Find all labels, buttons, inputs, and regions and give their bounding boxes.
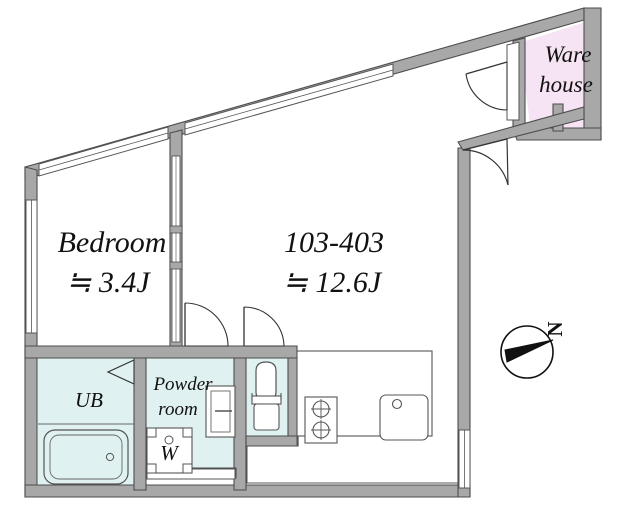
windows [25,41,520,489]
wall-partition-powder-toilet [233,357,247,491]
door-toilet [243,306,285,347]
room-fill-warehouse [519,17,601,130]
label-powder-room-line1: Powder [152,374,213,395]
door-entrance [462,138,509,186]
wall-wetblock-top [24,345,298,359]
wall-exterior-bottom [24,484,471,498]
compass-rose: N [500,321,567,379]
label-washing-machine: W [160,441,180,465]
fixture-vanity-sink [205,385,236,438]
label-unit-bath: UB [75,388,103,412]
doors [106,61,509,385]
label-powder-room-line2: room [158,399,197,420]
room-labels: Bedroom ≒ 3.4J 103-403 ≒ 12.6J Ware hous… [58,42,593,465]
door-powder-room [184,302,229,347]
fixture-gas-stove-2-burner [304,396,338,444]
wall-entrance-header [457,106,585,151]
label-warehouse-line1: Ware [545,42,592,67]
window-bedroom-top-mullion [38,132,169,171]
compass-needle [504,339,554,363]
wall-partition-ub-powder [133,357,147,491]
label-bedroom-name: Bedroom [58,226,167,259]
room-fill-bedroom [33,133,170,352]
fixture-bathtub [38,423,134,485]
label-bedroom-area: ≒ 3.4J [66,266,151,299]
window-main-room-top-mullion [184,69,394,130]
fixture-kitchen-sink [379,394,429,441]
window-warehouse-left [506,41,520,121]
wall-toilet-bottom [245,435,299,447]
door-bedroom-sliding [169,155,183,343]
fixtures [38,350,458,485]
compass-label: N [543,321,567,336]
label-warehouse-line2: house [539,72,593,97]
door-warehouse [465,61,508,111]
label-main-room-name: 103-403 [284,226,384,259]
fixture-entry-floor [246,351,458,484]
door-unit-bath-folding [106,359,135,385]
label-main-room-area: ≒ 12.6J [283,266,383,299]
fixture-toilet-bowl [251,361,282,431]
fixture-washing-machine [146,427,193,474]
